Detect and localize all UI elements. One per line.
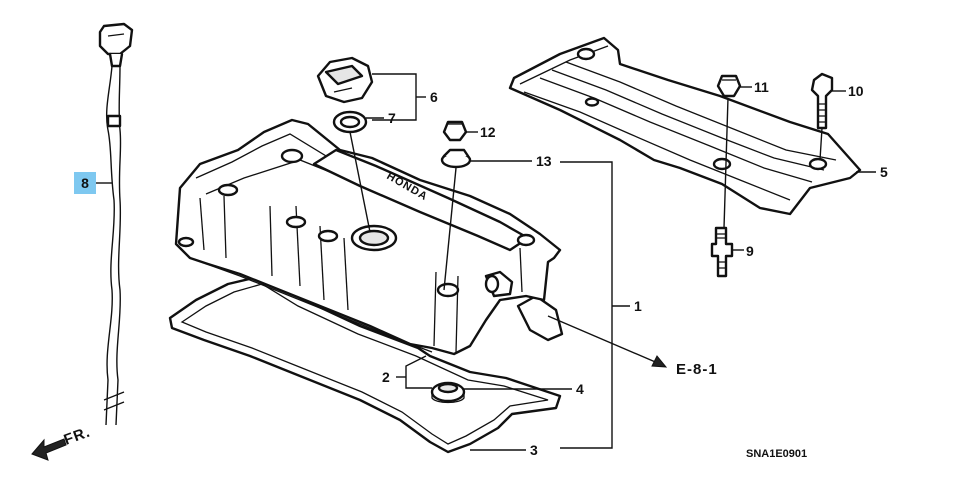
reference-leader [547,315,661,365]
leader-cap-axis [349,131,371,233]
dipstick [98,22,134,426]
plug-hole-seal [430,381,466,404]
callout-9[interactable]: 9 [746,243,754,259]
nut-11 [716,74,742,98]
front-arrow: FR. [31,423,93,461]
callout-11[interactable]: 11 [754,79,769,95]
cap-nut-12 [442,120,468,142]
leader-bolt-axis [819,127,823,161]
callout-8-highlight [74,172,96,194]
callout-10[interactable]: 10 [848,83,864,99]
engine-cover [508,36,862,216]
callout-7[interactable]: 7 [388,110,396,126]
callout-6[interactable]: 6 [430,89,438,105]
callout-13[interactable]: 13 [536,153,552,169]
callout-12[interactable]: 12 [480,124,496,140]
stud-bolt-9 [710,226,734,278]
callout-8[interactable]: 8 [81,175,89,191]
leader-grommet-axis [443,167,457,291]
head-cover-gasket [168,274,564,454]
oil-filler-cap [316,56,374,104]
bolt-10 [810,72,834,130]
reference-tag[interactable]: E-8-1 [676,361,718,378]
callout-1[interactable]: 1 [634,298,642,314]
callout-3[interactable]: 3 [530,442,538,458]
filler-cap-o-ring [332,110,368,134]
callout-2[interactable]: 2 [382,369,390,385]
front-marker-label: FR. [62,423,93,448]
leader-stud-axis [723,97,729,229]
cover-grommet [440,148,472,169]
drawing-code: SNA1E0901 [746,448,807,460]
leader-1 [560,161,613,449]
callout-5[interactable]: 5 [880,164,888,180]
callout-4[interactable]: 4 [576,381,584,397]
cylinder-head-cover: HONDA [174,118,562,356]
reference-arrowhead [651,355,668,368]
